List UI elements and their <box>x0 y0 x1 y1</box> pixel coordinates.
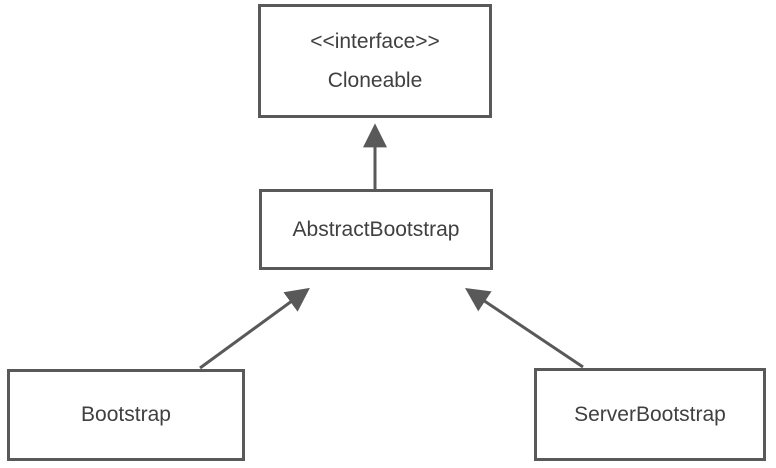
edge-serverbootstrap-to-abstractbootstrap-arrow-icon <box>465 287 584 369</box>
node-bootstrap: Bootstrap <box>7 369 245 461</box>
node-bootstrap-label: Bootstrap <box>81 403 171 427</box>
node-server-bootstrap: ServerBootstrap <box>534 368 766 461</box>
node-cloneable-label: Cloneable <box>327 69 423 92</box>
node-cloneable-stereotype: <<interface>> <box>310 29 440 53</box>
node-cloneable: <<interface>> Cloneable <box>258 4 492 118</box>
node-server-bootstrap-label: ServerBootstrap <box>574 402 726 426</box>
node-abstract-bootstrap-label: AbstractBootstrap <box>292 217 460 241</box>
node-abstract-bootstrap: AbstractBootstrap <box>259 189 493 270</box>
edge-bootstrap-to-abstractbootstrap-arrow-icon <box>199 287 310 370</box>
